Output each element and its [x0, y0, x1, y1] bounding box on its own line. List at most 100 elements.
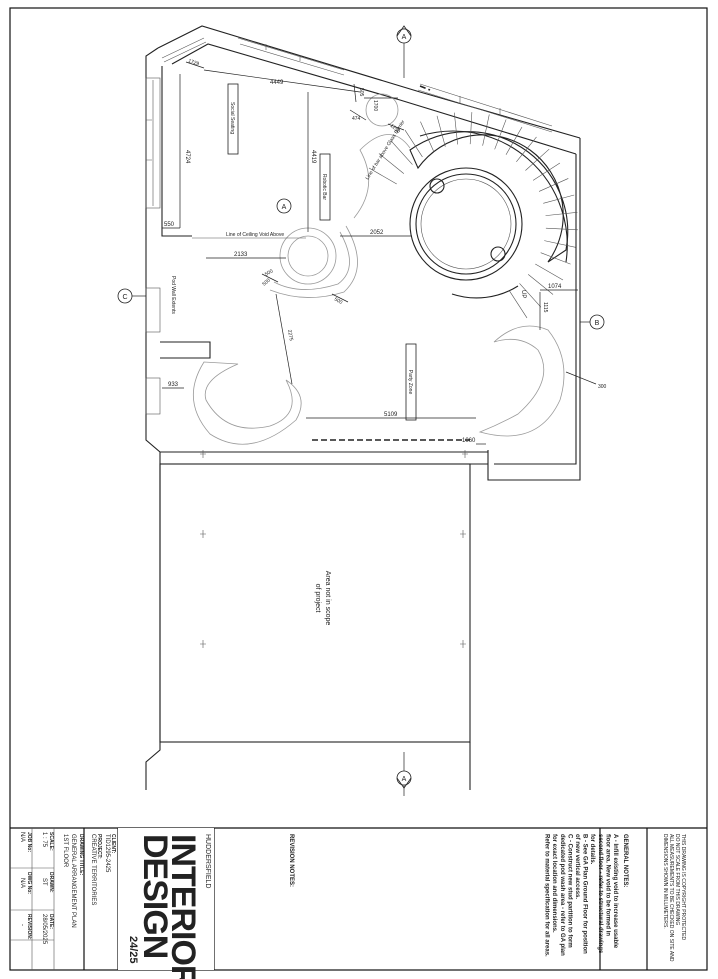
dim-1074: 1074: [548, 284, 562, 290]
stair-tread: [420, 121, 434, 152]
date-value: 28/05/2025: [41, 914, 47, 945]
out-of-scope-label-1: Area not in scope: [324, 571, 331, 626]
pod-wall-extents-label: Pod Wall Extents: [170, 276, 176, 314]
small-round-table: [365, 93, 399, 127]
job-label: JOB No:: [26, 832, 32, 852]
stair-tread: [378, 153, 405, 174]
party-zone: [405, 343, 417, 421]
pod-wall-right: [478, 325, 565, 437]
dim-1250: 1250: [389, 123, 402, 135]
dim-933: 933: [168, 382, 179, 388]
stair-tread: [509, 290, 528, 319]
partition-wall: [160, 341, 211, 359]
robotic-bar-zone: [319, 153, 331, 221]
dim-1060: 1060: [462, 438, 476, 444]
partition-lower: [160, 451, 488, 465]
dim-2052: 2052: [370, 230, 384, 236]
project-value: CREATIVE TERRITORIES: [90, 834, 96, 905]
client-label: CLIENT:: [110, 834, 116, 854]
windows-top-wall: [161, 37, 553, 133]
stair-tread: [540, 252, 571, 265]
general-note-line: dedicated pod wash area - refer to GA pl…: [559, 834, 565, 956]
grid-marker-c: C: [117, 288, 146, 304]
dim-2275: 2275: [286, 329, 294, 341]
stair-tread: [390, 140, 413, 165]
stair-tread: [525, 148, 550, 171]
ceiling-void-label: Line of Ceiling Void Above: [226, 232, 284, 238]
stair-tread: [469, 112, 473, 145]
client-value: TID1295-2425: [104, 834, 110, 873]
dim-550: 550: [164, 222, 175, 228]
stair-tread: [482, 114, 490, 146]
stair-treads: [368, 112, 578, 319]
drawing-title-line-2: 1ST FLOOR: [62, 834, 68, 868]
logo-background: [118, 828, 214, 970]
dim-5109: 5109: [384, 412, 398, 418]
revision-notes-heading: REVISION NOTES:: [288, 834, 294, 887]
dwg-value: N/A: [19, 878, 25, 888]
outer-wall-left-inner: [161, 66, 192, 237]
dim-505: 505: [358, 88, 364, 97]
dim-474: 474: [352, 116, 361, 122]
section-marker-a-plan: A: [276, 198, 292, 214]
spiral-staircase: [368, 112, 578, 319]
project-label: PROJECT:: [96, 834, 102, 859]
general-note-line: A - Infill existing void to increase usa…: [612, 834, 618, 949]
dim-2133: 2133: [234, 252, 248, 258]
stair-newel-top: [429, 178, 445, 194]
outer-wall-top-inner: [171, 43, 577, 155]
pod-wall-left: [193, 361, 302, 445]
date-label: DATE:: [48, 914, 54, 929]
stair-tread: [545, 227, 578, 231]
robotic-bar-fixture: [269, 134, 411, 298]
svg-text:C: C: [122, 294, 127, 301]
stair-newel-bottom: [490, 246, 506, 262]
logo-word-design: DESIGN: [136, 834, 174, 958]
floor-plan: Area not in scope of project UP: [117, 25, 607, 796]
outer-wall-right-inner: [494, 154, 577, 465]
grid-marker-b: B: [580, 314, 605, 330]
svg-text:B: B: [595, 320, 600, 327]
section-marker-a-bottom: A: [396, 752, 412, 796]
scale-label: SCALE:: [48, 832, 54, 851]
job-value: N/A: [19, 832, 25, 842]
general-note-line: of new vertical access.: [574, 834, 580, 899]
revision-value: -: [19, 924, 25, 926]
stair-tread: [368, 167, 397, 185]
structural-columns: [200, 450, 468, 648]
dim-1700: 1700: [372, 100, 378, 111]
stair-tread: [527, 274, 554, 295]
svg-text:A: A: [402, 776, 407, 783]
general-note-line: B - See GA Plan Ground Floor for positio…: [582, 834, 588, 954]
drawn-value: ST: [41, 878, 47, 886]
window-line-top-right: [419, 85, 431, 91]
general-note-line: C - Construct new stud partition to form: [566, 834, 572, 948]
general-note-line: floor area. New void to be formed in: [604, 834, 610, 936]
general-notes-heading: GENERAL NOTES:: [622, 834, 628, 888]
robotic-bar-label: Robotic Bar: [321, 174, 327, 200]
stair-tread: [544, 240, 576, 248]
academic-year: 24/25: [127, 936, 139, 964]
stair-tread: [532, 162, 561, 181]
stair-tread: [494, 119, 507, 150]
social-seating-label: Social Seating: [229, 102, 235, 134]
general-note-line: second floor - refer to structural drawi…: [597, 834, 603, 954]
school-name: HUDDERSFIELD: [204, 834, 211, 888]
stair-tread: [538, 178, 569, 192]
section-marker-a-top: A: [396, 25, 412, 78]
stair-tread: [453, 112, 458, 145]
stair-tread: [516, 136, 537, 163]
drawing-title-line-1: GENERAL ARRANGEMENT PLAN: [70, 834, 76, 928]
general-note-line: for exact location and dimensions.: [551, 834, 557, 933]
stair-tread: [519, 283, 542, 308]
scale-value: 1 : 75: [41, 832, 47, 848]
stair-tread: [505, 126, 523, 155]
stair-tread: [436, 115, 446, 147]
sheet-border: [9, 7, 708, 971]
dim-1115: 1115: [542, 302, 548, 313]
stair-tread: [404, 129, 423, 158]
copyright-line: DIMENSIONS SHOWN IN MILLIMETERS.: [662, 834, 668, 929]
general-note-line: Refer to material specification for all …: [544, 834, 550, 957]
